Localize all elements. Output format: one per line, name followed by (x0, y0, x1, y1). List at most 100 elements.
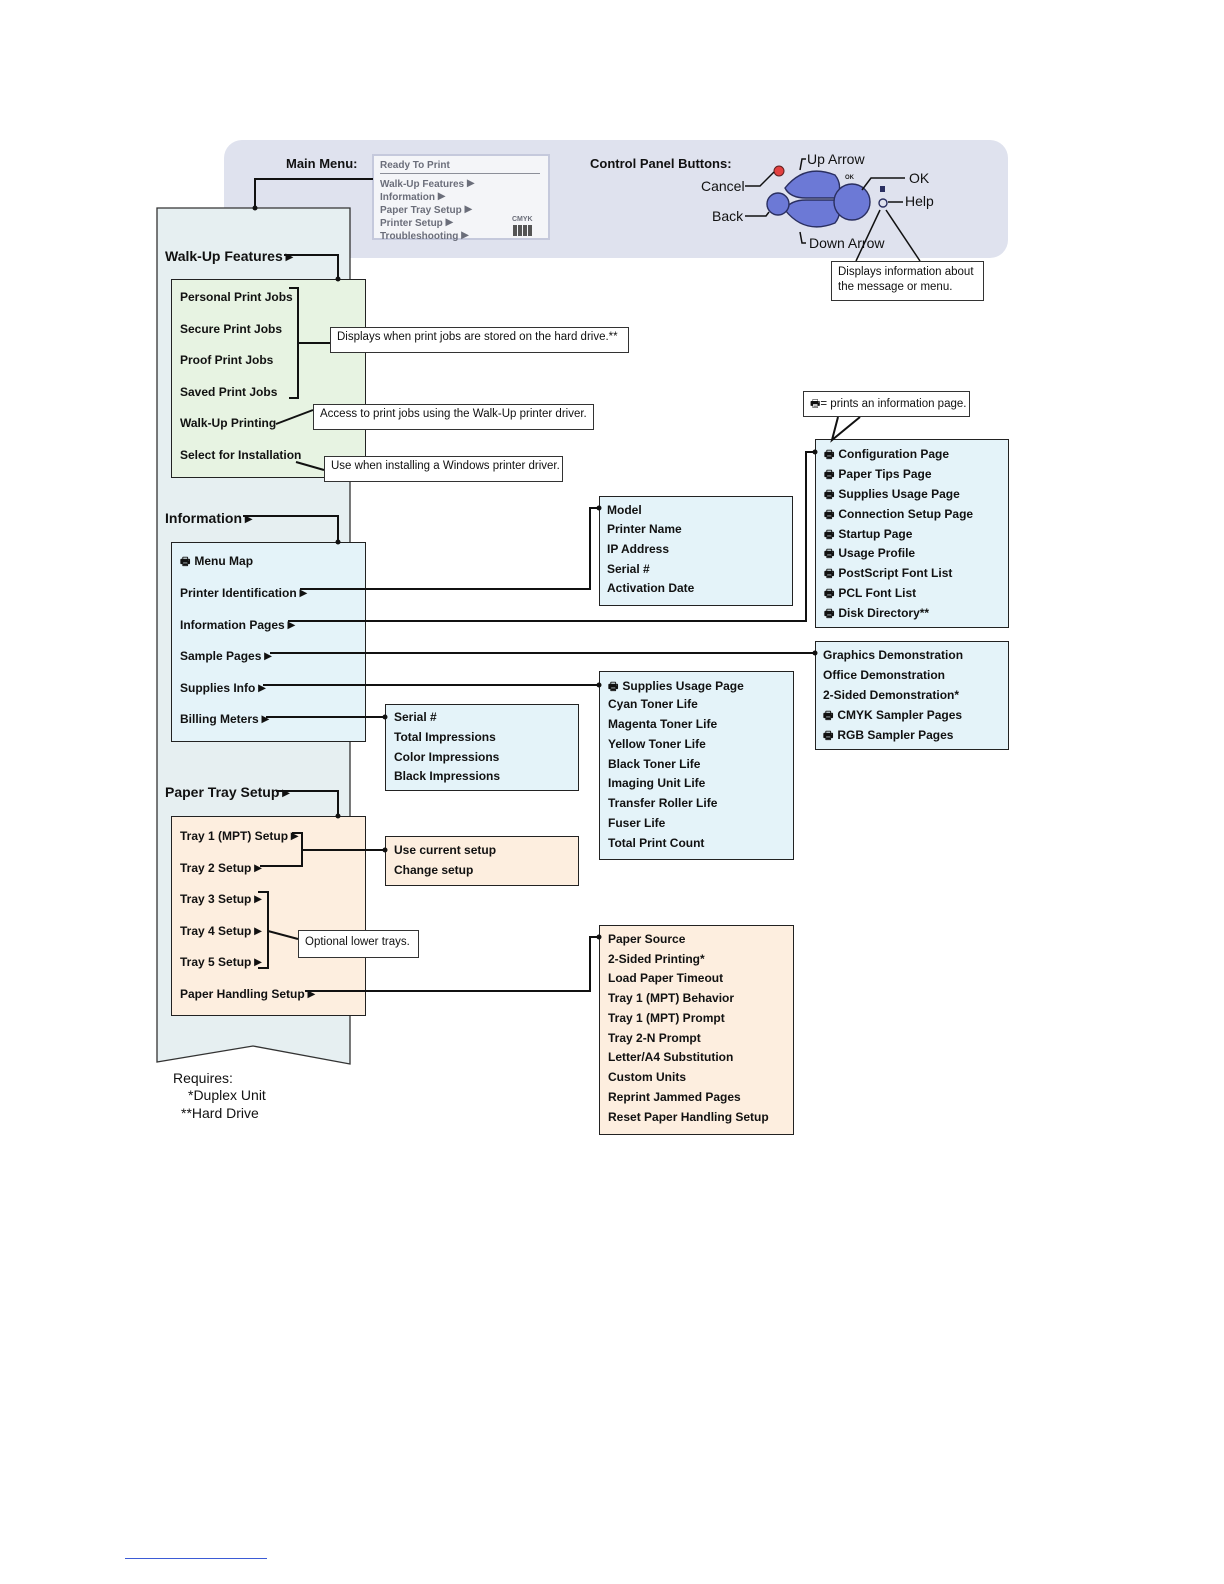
ph-tray1-behavior[interactable]: Tray 1 (MPT) Behavior (608, 991, 735, 1005)
info-pages-box (815, 439, 1009, 628)
printer-id-box (599, 496, 793, 606)
lcd-screen: Ready To Print Walk-Up Features Informat… (372, 154, 550, 243)
info-page-startup[interactable]: 🖶Startup Page (824, 526, 912, 545)
note-stored-jobs: Displays when print jobs are stored on t… (330, 327, 629, 353)
paper-handling-box (599, 925, 794, 1135)
printer-icon: 🖶 (824, 489, 835, 501)
info-item-menu-map[interactable]: 🖶Menu Map (180, 553, 253, 572)
printer-icon: 🖶 (824, 608, 835, 620)
requires-label: Requires: (173, 1070, 233, 1086)
sample-rgb[interactable]: 🖶RGB Sampler Pages (823, 727, 953, 746)
printer-icon: 🖶 (824, 469, 835, 481)
info-page-pcl-fonts[interactable]: 🖶PCL Font List (824, 585, 916, 604)
info-page-disk-directory-label: Disk Directory** (838, 606, 930, 620)
note-lower-trays: Optional lower trays. (298, 930, 419, 958)
printer-icon: 🖶 (824, 529, 835, 541)
down-arrow-label: Down Arrow (809, 235, 885, 251)
walkup-item-saved[interactable]: Saved Print Jobs (180, 385, 278, 399)
ph-custom-units[interactable]: Custom Units (608, 1070, 686, 1084)
ph-paper-source[interactable]: Paper Source (608, 932, 686, 946)
sample-graphics[interactable]: Graphics Demonstration (823, 648, 964, 662)
printer-id-model: Model (607, 503, 642, 517)
back-button (766, 192, 790, 216)
walkup-item-secure[interactable]: Secure Print Jobs (180, 322, 283, 336)
printer-icon: 🖶 (823, 730, 834, 742)
supplies-fuser: Fuser Life (608, 816, 666, 830)
info-page-paper-tips-label: Paper Tips Page (838, 467, 932, 481)
ph-reprint-jammed[interactable]: Reprint Jammed Pages (608, 1090, 741, 1104)
tray-item-2[interactable]: Tray 2 Setup (180, 859, 261, 876)
info-page-connection-setup[interactable]: 🖶Connection Setup Page (824, 506, 973, 525)
tray-item-5[interactable]: Tray 5 Setup (180, 953, 261, 970)
printer-icon: 🖶 (824, 509, 835, 521)
printer-icon: 🖶 (824, 588, 835, 600)
ok-label: OK (909, 170, 930, 186)
lcd-line-paper-tray[interactable]: Paper Tray Setup (380, 200, 472, 217)
ph-tray1-prompt[interactable]: Tray 1 (MPT) Prompt (608, 1011, 725, 1025)
ph-2-sided[interactable]: 2-Sided Printing* (608, 952, 705, 966)
info-page-usage-profile[interactable]: 🖶Usage Profile (824, 545, 915, 564)
info-item-printer-id[interactable]: Printer Identification (180, 584, 307, 601)
up-arrow-label: Up Arrow (807, 151, 865, 167)
printer-id-name: Printer Name (607, 522, 682, 536)
control-panel-band (224, 140, 1008, 258)
info-page-configuration-label: Configuration Page (838, 447, 950, 461)
walkup-item-walkup-printing[interactable]: Walk-Up Printing (180, 416, 277, 430)
ph-load-timeout[interactable]: Load Paper Timeout (608, 971, 724, 985)
lcd-line-walkup[interactable]: Walk-Up Features (380, 174, 474, 191)
lcd-line-troubleshooting[interactable]: Troubleshooting (380, 226, 468, 243)
info-page-disk-directory[interactable]: 🖶Disk Directory** (824, 605, 929, 624)
tray-item-3[interactable]: Tray 3 Setup (180, 890, 261, 907)
printer-icon: 🖶 (824, 548, 835, 560)
info-item-info-pages[interactable]: Information Pages (180, 616, 295, 633)
walkup-item-install[interactable]: Select for Installation (180, 448, 302, 462)
supplies-box (599, 671, 794, 860)
lcd-line-printer-setup[interactable]: Printer Setup (380, 213, 453, 230)
info-page-supplies-usage[interactable]: 🖶Supplies Usage Page (824, 486, 960, 505)
info-item-billing[interactable]: Billing Meters (180, 710, 269, 727)
supplies-total-print-count: Total Print Count (608, 836, 705, 850)
tray-option-change[interactable]: Change setup (394, 863, 474, 877)
cancel-label: Cancel (701, 178, 745, 194)
walkup-item-personal[interactable]: Personal Print Jobs (180, 290, 293, 304)
info-pages-note: 🖶= prints an information page. (803, 391, 970, 417)
tray-item-paper-handling[interactable]: Paper Handling Setup (180, 985, 315, 1002)
lcd-cmyk-label: CMYK (512, 216, 533, 223)
note-walkup-driver: Access to print jobs using the Walk-Up p… (313, 404, 594, 430)
walkup-box (171, 279, 366, 478)
printer-icon: 🖶 (180, 556, 191, 568)
info-page-configuration[interactable]: 🖶Configuration Page (824, 446, 949, 465)
main-menu-label: Main Menu: (286, 156, 358, 171)
walkup-item-proof[interactable]: Proof Print Jobs (180, 353, 274, 367)
info-page-postscript-fonts[interactable]: 🖶PostScript Font List (824, 565, 952, 584)
info-item-supplies[interactable]: Supplies Info (180, 679, 265, 696)
supplies-usage-page[interactable]: 🖶Supplies Usage Page (608, 678, 744, 697)
printer-icon: 🖶 (824, 568, 835, 580)
billing-black: Black Impressions (394, 769, 501, 783)
ph-letter-a4[interactable]: Letter/A4 Substitution (608, 1050, 734, 1064)
info-page-paper-tips[interactable]: 🖶Paper Tips Page (824, 466, 932, 485)
info-page-supplies-usage-label: Supplies Usage Page (838, 487, 960, 501)
information-header: Information (165, 510, 252, 527)
lcd-line-information[interactable]: Information (380, 187, 445, 204)
ph-reset[interactable]: Reset Paper Handling Setup (608, 1110, 769, 1124)
printer-id-activation: Activation Date (607, 581, 695, 595)
tray-item-4[interactable]: Tray 4 Setup (180, 922, 261, 939)
info-item-sample-pages[interactable]: Sample Pages (180, 647, 271, 664)
sample-pages-box (815, 641, 1009, 750)
tray-option-use-current[interactable]: Use current setup (394, 843, 497, 857)
ok-button (833, 183, 871, 221)
sample-office[interactable]: Office Demonstration (823, 668, 946, 682)
sample-cmyk[interactable]: 🖶CMYK Sampler Pages (823, 707, 962, 726)
sample-2-sided[interactable]: 2-Sided Demonstration* (823, 688, 960, 702)
ph-tray2n-prompt[interactable]: Tray 2-N Prompt (608, 1031, 701, 1045)
billing-box (385, 704, 579, 791)
info-page-postscript-fonts-label: PostScript Font List (838, 566, 953, 580)
tray-item-1[interactable]: Tray 1 (MPT) Setup (180, 827, 298, 844)
help-note-line-2: the message or menu. (838, 281, 953, 293)
sample-rgb-label: RGB Sampler Pages (837, 728, 954, 742)
help-label: Help (905, 193, 934, 209)
info-page-startup-label: Startup Page (838, 527, 913, 541)
info-page-connection-setup-label: Connection Setup Page (838, 507, 974, 521)
